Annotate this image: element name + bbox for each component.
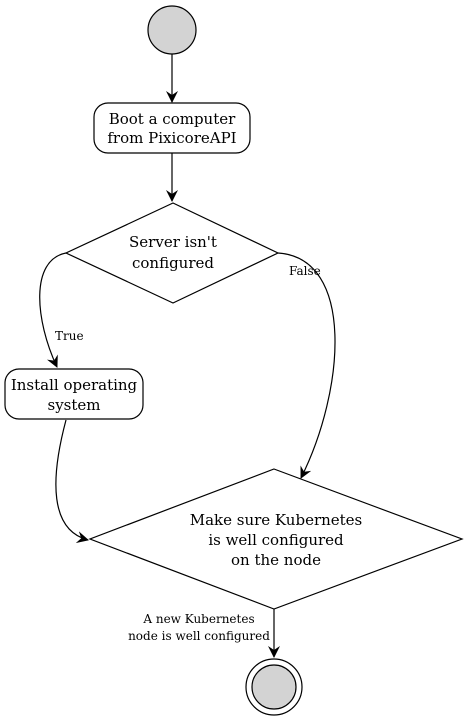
install-os-box	[4, 368, 144, 420]
edge-install-to-k8s	[55, 419, 89, 543]
edge-false-label: False	[289, 264, 321, 278]
decision-server-configured	[64, 202, 280, 304]
boot-label-line1: Boot a computer	[109, 110, 236, 128]
edge-false-to-k8s	[277, 252, 336, 479]
install-label-line2: system	[48, 396, 101, 414]
decision-configured-line2: configured	[132, 254, 214, 272]
edge-true-label: True	[55, 329, 84, 343]
edge-true-to-install	[39, 252, 67, 368]
decision-k8s-line1: Make sure Kubernetes	[190, 511, 363, 529]
edge-final-label-line2: node is well configured	[128, 629, 270, 643]
end-node	[251, 664, 297, 710]
install-label-line1: Install operating	[11, 376, 138, 394]
decision-k8s-line2: is well configured	[208, 531, 344, 549]
decision-k8s-line3: on the node	[231, 551, 321, 569]
start-node	[147, 5, 197, 55]
decision-configured-line1: Server isn't	[129, 233, 217, 251]
boot-label-line2: from PixicoreAPI	[107, 129, 236, 147]
edge-final-label-line1: A new Kubernetes	[142, 612, 254, 626]
